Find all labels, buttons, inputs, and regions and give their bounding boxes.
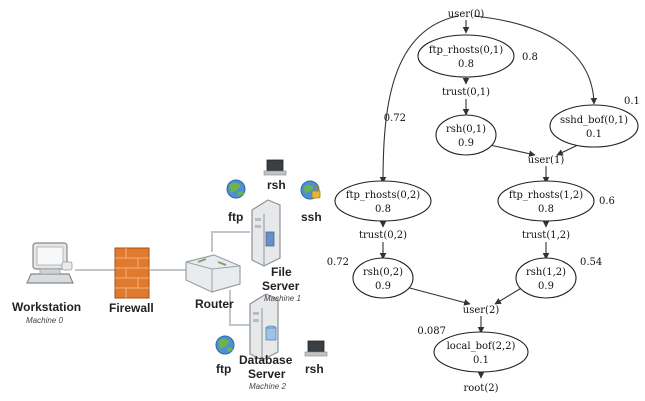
file-server-machine-label: Machine 1 [264,294,301,303]
node-rsh-0-2 [352,257,414,299]
workstation-icon [26,242,74,284]
edge-user0-ftp02 [379,15,459,184]
edge-sshd01-user1 [556,143,581,156]
link-router-fileserver [211,231,250,252]
node-ftp12-side-value: 0.6 [599,196,615,207]
router-icon [185,254,241,293]
node-ftp-rhosts-1-2 [497,180,595,222]
node-user-2: user(2) [463,305,500,316]
node-local22-label: local_bof(2,2) [447,341,516,352]
node-ftp12-value: 0.8 [538,204,554,215]
node-user-0: user(0) [448,9,485,20]
node-ftp-rhosts-0-1 [417,34,515,78]
edge-user0-sshd01 [473,15,598,105]
workstation-machine-label: Machine 0 [26,316,63,325]
rsh-terminal-icon [304,340,328,357]
link-router-dbserver [229,290,250,326]
ssh-lock-icon [300,180,321,200]
node-rsh12-side-value: 0.54 [580,257,602,268]
node-sshd-bof-0-1 [549,104,639,148]
file-server-service-rsh: rsh [267,178,286,192]
node-ftp01-label: ftp_rhosts(0,1) [429,45,503,56]
database-server-icon [249,293,279,361]
node-ftp01-value: 0.8 [458,59,474,70]
db-server-service-rsh: rsh [305,362,324,376]
firewall-icon [114,247,150,299]
db-server-label-line1: Database [239,353,293,367]
node-trust-0-1: trust(0,1) [442,87,490,98]
node-rsh01-side-value: 0.72 [384,113,406,124]
file-server-service-ssh: ssh [301,210,322,224]
file-server-service-ftp: ftp [228,210,244,224]
edge-rsh02-user2 [405,286,471,306]
ftp-globe-icon [226,179,246,199]
router-label: Router [195,297,234,311]
node-rsh-1-2 [515,257,577,299]
node-rsh02-value: 0.9 [375,281,391,292]
workstation-label: Workstation [12,300,82,314]
node-ftp02-value: 0.8 [375,204,391,215]
node-rsh12-label: rsh(1,2) [526,267,566,278]
network-topology [26,159,328,361]
node-trust-0-2: trust(0,2) [359,230,407,241]
db-server-label-line2: Server [248,367,286,381]
node-ftp12-label: ftp_rhosts(1,2) [509,190,583,201]
node-local22-side-value: 0.087 [417,326,446,337]
db-server-machine-label: Machine 2 [249,382,286,391]
edge-rsh12-user2 [494,286,524,305]
node-rsh01-value: 0.9 [458,138,474,149]
node-root-2: root(2) [463,383,498,394]
node-local22-value: 0.1 [473,355,489,366]
node-rsh12-value: 0.9 [538,281,554,292]
node-ftp01-side-value: 0.8 [522,52,538,63]
node-sshd01-label: sshd_bof(0,1) [560,115,628,126]
firewall-label: Firewall [109,301,154,315]
rsh-terminal-icon [263,159,287,176]
node-sshd01-side-value: 0.1 [624,96,640,107]
ftp-globe-icon [215,335,235,355]
file-server-icon [251,199,281,267]
node-rsh02-label: rsh(0,2) [363,267,403,278]
node-local-bof-2-2 [433,331,529,373]
db-server-service-ftp: ftp [216,362,232,376]
node-user-1: user(1) [528,155,565,166]
node-rsh01-label: rsh(0,1) [446,124,486,135]
node-trust-1-2: trust(1,2) [522,230,570,241]
network-links [75,231,250,326]
node-sshd01-value: 0.1 [586,129,602,140]
node-rsh-0-1 [435,114,497,156]
edge-rsh01-user1 [489,144,536,157]
attack-graph-edges [379,15,598,379]
file-server-label-line2: Server [262,279,300,293]
file-server-label-line1: File [271,265,292,279]
attack-graph-nodes [334,34,639,373]
